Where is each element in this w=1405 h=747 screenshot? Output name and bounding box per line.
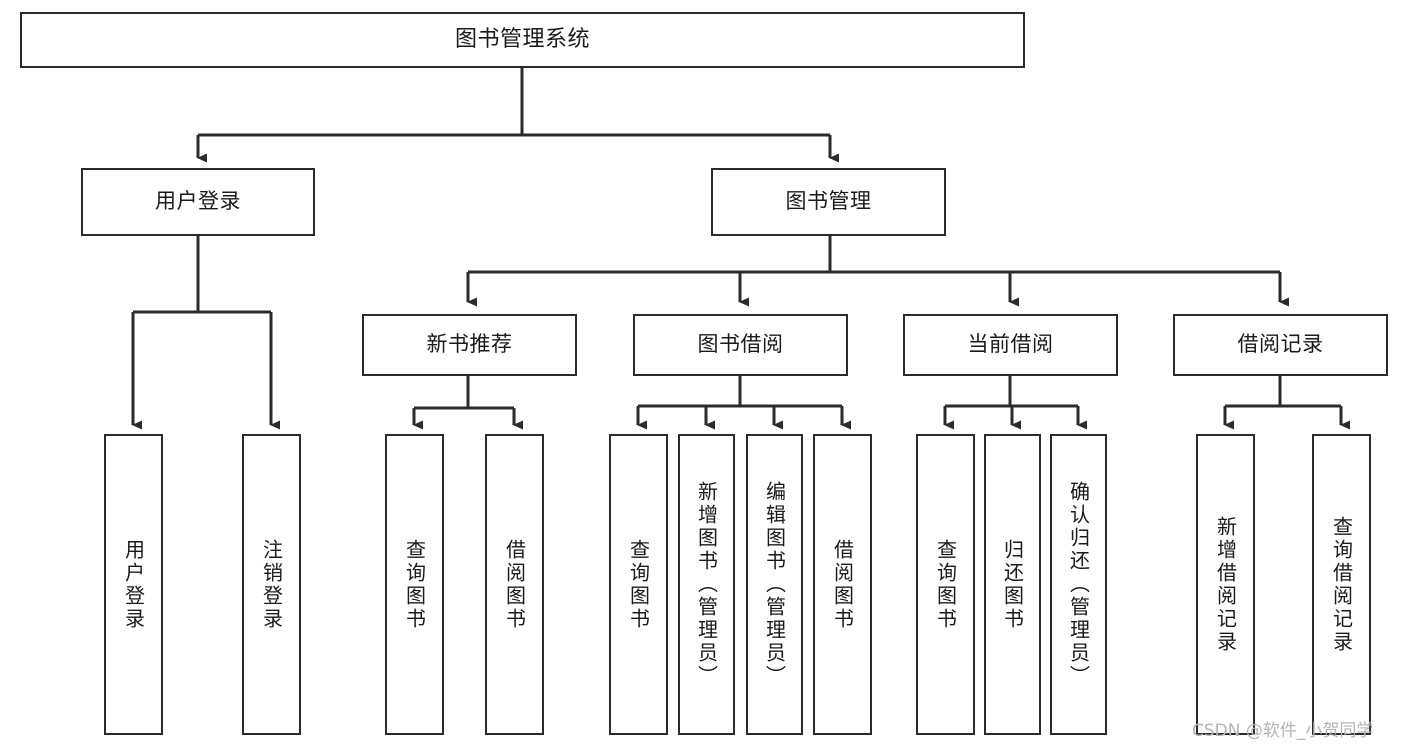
leaf-edit-book-admin[interactable]: 编辑图书（管理员） (746, 434, 803, 735)
node-label: 查询图书 (626, 538, 651, 631)
node-label: 新书推荐 (426, 332, 513, 357)
node-label: 新增借阅记录 (1213, 515, 1238, 654)
node-label: 确认归还（管理员） (1066, 481, 1091, 688)
node-book-management[interactable]: 图书管理 (711, 168, 946, 236)
leaf-user-login[interactable]: 用户登录 (104, 434, 163, 735)
node-label: 查询借阅记录 (1329, 515, 1354, 654)
node-label: 当前借阅 (967, 332, 1054, 357)
node-new-book-recommendation[interactable]: 新书推荐 (362, 314, 577, 376)
node-label: 归还图书 (1000, 538, 1025, 631)
leaf-query-books-current[interactable]: 查询图书 (916, 434, 975, 735)
node-label: 查询图书 (402, 538, 427, 631)
leaf-logout[interactable]: 注销登录 (242, 434, 301, 735)
leaf-query-borrow-record[interactable]: 查询借阅记录 (1312, 434, 1371, 735)
node-label: 图书管理 (785, 189, 872, 214)
leaf-borrow-books[interactable]: 借阅图书 (813, 434, 872, 735)
node-label: 图书借阅 (697, 332, 784, 357)
leaf-add-book-admin[interactable]: 新增图书（管理员） (678, 434, 735, 735)
node-borrowing-records[interactable]: 借阅记录 (1173, 314, 1388, 376)
node-label: 借阅记录 (1237, 332, 1324, 357)
node-label: 注销登录 (259, 538, 284, 631)
node-label: 新增图书（管理员） (694, 481, 719, 688)
leaf-borrow-books-recommend[interactable]: 借阅图书 (485, 434, 544, 735)
leaf-return-books[interactable]: 归还图书 (984, 434, 1041, 735)
leaf-confirm-return-admin[interactable]: 确认归还（管理员） (1050, 434, 1107, 735)
node-current-borrowing[interactable]: 当前借阅 (903, 314, 1118, 376)
node-label: 图书管理系统 (454, 26, 590, 52)
leaf-add-borrow-record[interactable]: 新增借阅记录 (1196, 434, 1255, 735)
node-label: 查询图书 (933, 538, 958, 631)
node-label: 用户登录 (121, 538, 146, 631)
node-user-login[interactable]: 用户登录 (81, 168, 315, 236)
node-label: 借阅图书 (830, 538, 855, 631)
node-label: 借阅图书 (502, 538, 527, 631)
node-label: 编辑图书（管理员） (762, 481, 787, 688)
node-root-library-management-system[interactable]: 图书管理系统 (20, 12, 1025, 68)
leaf-query-books-recommend[interactable]: 查询图书 (385, 434, 444, 735)
leaf-query-books-borrow[interactable]: 查询图书 (609, 434, 668, 735)
node-label: 用户登录 (155, 189, 241, 214)
node-book-borrowing[interactable]: 图书借阅 (633, 314, 848, 376)
